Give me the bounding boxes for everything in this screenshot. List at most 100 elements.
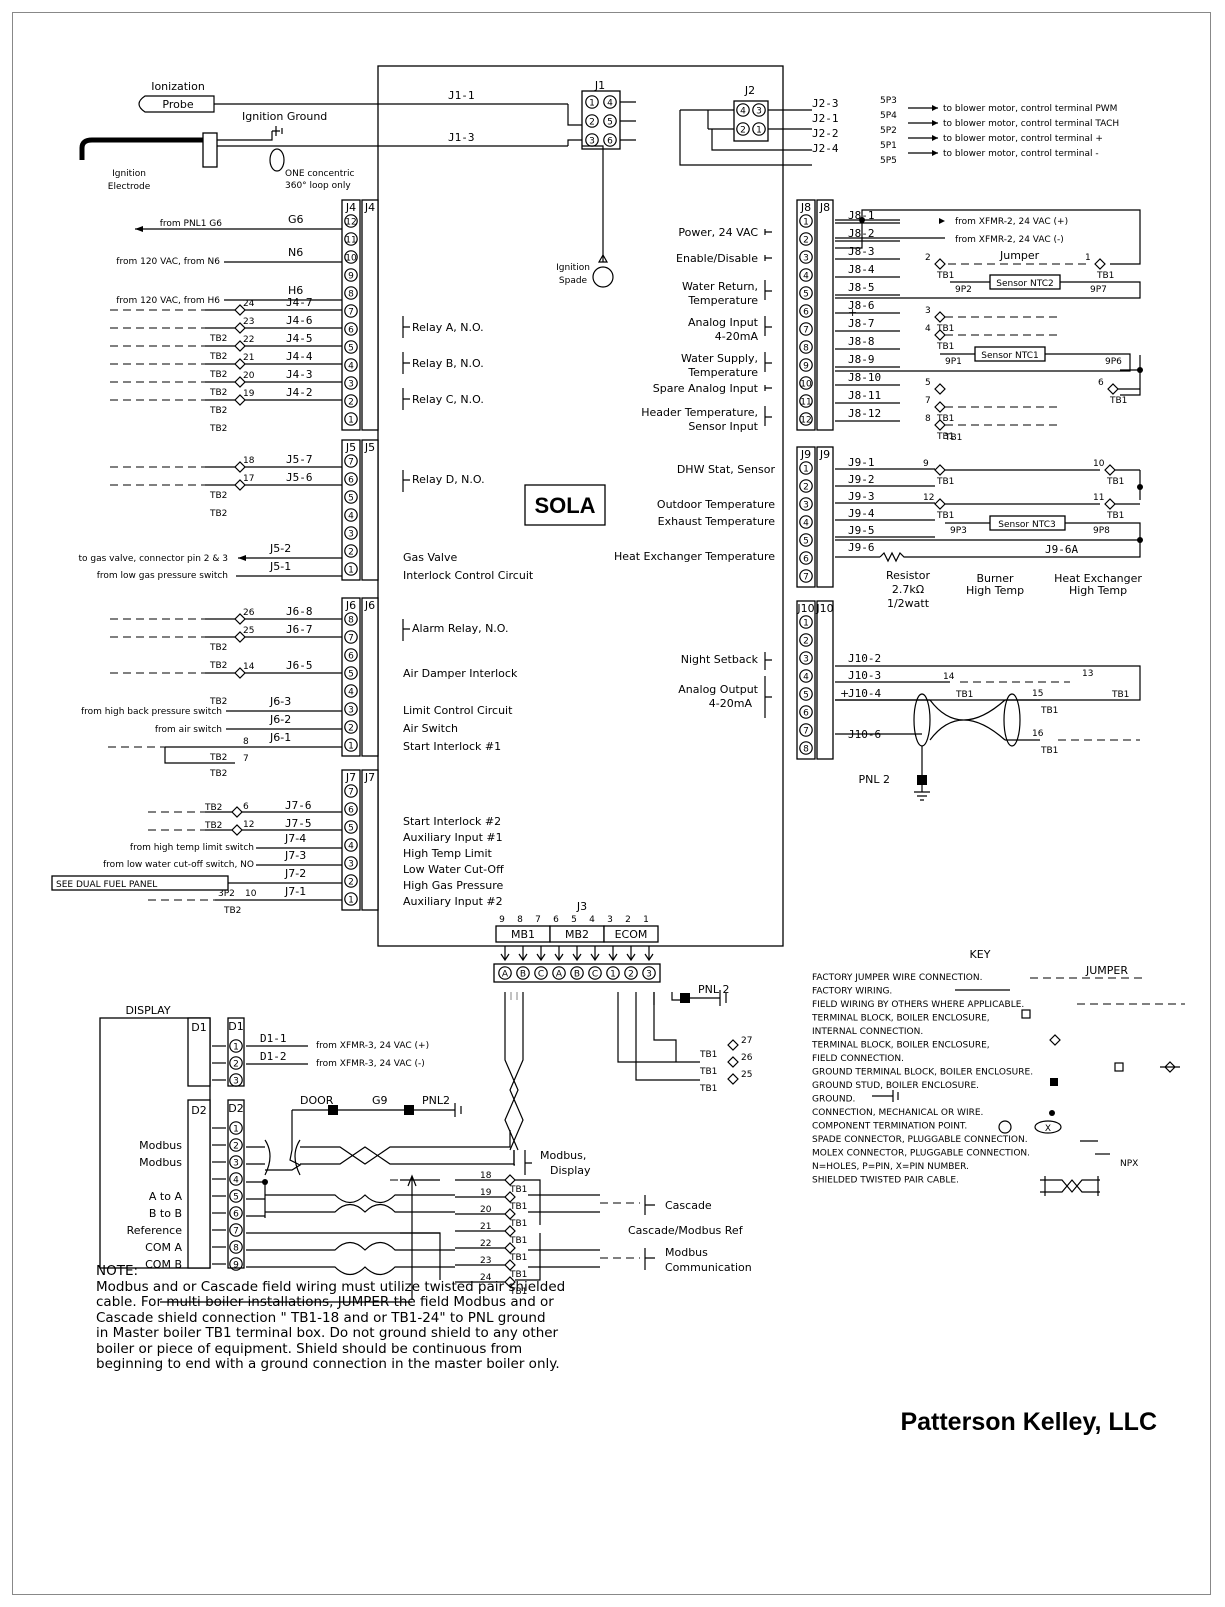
j4-tb-label: TB2 xyxy=(209,334,227,344)
j8-tb-label: TB1 xyxy=(1109,396,1127,406)
svg-text:D1: D1 xyxy=(228,1020,243,1033)
j9-header-pin xyxy=(799,569,813,583)
j3-pin xyxy=(498,966,512,980)
display-tb-label: TB1 xyxy=(509,1219,527,1229)
svg-text:TB2: TB2 xyxy=(223,906,241,916)
j2-wire-label: J2-1 xyxy=(812,112,839,125)
svg-text:2.7kΩ: 2.7kΩ xyxy=(892,583,924,596)
key-line: INTERNAL CONNECTION. xyxy=(812,1027,923,1037)
j8-header-pin xyxy=(799,412,813,426)
svg-text:Spade: Spade xyxy=(559,276,588,286)
j6-header-housing xyxy=(361,597,379,757)
j8-bracket xyxy=(764,352,772,372)
j3-pin-number-label: 8 xyxy=(517,915,523,925)
svg-text:from 120 VAC, from N6: from 120 VAC, from N6 xyxy=(116,257,220,267)
j8-tb-label: TB1 xyxy=(936,324,954,334)
svg-text:15: 15 xyxy=(1032,689,1043,699)
terminal-diamond xyxy=(727,1073,739,1085)
svg-text:G6: G6 xyxy=(288,213,304,226)
j5-tb-label: TB2 xyxy=(209,509,227,519)
j6-header-pin xyxy=(344,684,358,698)
terminal-diamond xyxy=(727,1039,739,1051)
key-line: CONNECTION, MECHANICAL OR WIRE. xyxy=(812,1108,983,1118)
j3-pin-number: A xyxy=(502,970,509,980)
terminal-diamond xyxy=(504,1208,516,1220)
d2-pin xyxy=(229,1155,243,1169)
j9-tb-label: TB1 xyxy=(936,477,954,487)
j8-function-label: Power, 24 VAC xyxy=(678,226,758,239)
svg-text:Ignition: Ignition xyxy=(556,263,590,273)
j8-function-label: Enable/Disable xyxy=(676,252,758,265)
j10-header-pin-number: 3 xyxy=(803,655,809,665)
j3-pin xyxy=(624,966,638,980)
j3-pin-number: C xyxy=(538,970,544,980)
j5-header-pin-number: 2 xyxy=(348,548,354,558)
j6-terminal-number: 26 xyxy=(243,608,255,618)
svg-text:Jumper: Jumper xyxy=(999,249,1040,262)
j3-pin xyxy=(570,966,584,980)
svg-text:H6: H6 xyxy=(288,284,303,297)
ignition-electrode: Ignition Electrode Ignition Ground J1-3 … xyxy=(79,110,568,192)
j9-header-title: J9 xyxy=(800,448,811,461)
j8-terminal-number: 2 xyxy=(925,253,931,263)
j5-header-pin-number: 3 xyxy=(348,530,354,540)
j9-header-pin xyxy=(799,533,813,547)
j3-arrow xyxy=(590,946,600,962)
j3-arrow xyxy=(536,946,546,962)
j10-header-pin-number: 6 xyxy=(803,709,809,719)
j4-header-pin xyxy=(344,394,358,408)
svg-text:Modbus,: Modbus, xyxy=(540,1149,586,1162)
j8-bracket xyxy=(764,406,772,426)
j9-function-label: Outdoor Temperature xyxy=(657,498,775,511)
j8-header-housing xyxy=(816,199,834,431)
j3-pin-number-label: 2 xyxy=(625,915,631,925)
d1-pin xyxy=(229,1073,243,1087)
svg-text:Electrode: Electrode xyxy=(108,182,151,192)
j4-header-pin-number: 11 xyxy=(345,236,356,246)
d2-pin xyxy=(229,1206,243,1220)
j8-header-pin xyxy=(799,250,813,264)
j4-tb-label: TB2 xyxy=(209,352,227,362)
svg-text:Modbus: Modbus xyxy=(665,1246,708,1259)
svg-text:J1: J1 xyxy=(594,79,605,92)
j7-terminal-number: 12 xyxy=(243,820,254,830)
arrow-head xyxy=(932,135,938,141)
j6-header-pin-number: 1 xyxy=(348,742,354,752)
j4-header-pin-number: 12 xyxy=(345,218,356,228)
j8-header-pin-number: 10 xyxy=(800,380,812,390)
j4-header-pin-number: 8 xyxy=(348,290,354,300)
j7-header-pin xyxy=(344,820,358,834)
j9-header-pin-number: 1 xyxy=(803,465,809,475)
j10-header-title: J10 xyxy=(796,602,814,615)
svg-text:Alarm Relay, N.O.: Alarm Relay, N.O. xyxy=(412,622,509,635)
j3-group-label: ECOM xyxy=(615,928,648,941)
j2-destination: to blower motor, control terminal TACH xyxy=(943,119,1119,129)
svg-text:from 120 VAC, from H6: from 120 VAC, from H6 xyxy=(116,296,220,306)
j3-pin-number-label: 9 xyxy=(499,915,505,925)
display-tb-label: TB1 xyxy=(509,1202,527,1212)
d2-pin-number: 3 xyxy=(233,1159,239,1169)
j4-header-pin xyxy=(344,286,358,300)
terminal-diamond xyxy=(934,383,946,395)
note-block: NOTE: Modbus and or Cascade field wiring… xyxy=(96,1263,776,1373)
arrow-head xyxy=(932,150,938,156)
j4-terminal-number: 24 xyxy=(243,299,255,309)
svg-text:J1-1: J1-1 xyxy=(448,89,475,102)
relay-label: Relay A, N.O. xyxy=(412,321,484,334)
svg-text:TB1: TB1 xyxy=(955,690,973,700)
j9-header-pin-number: 6 xyxy=(803,555,809,565)
svg-text:from low water cut-off switch,: from low water cut-off switch, NO xyxy=(103,860,254,870)
j2-pin xyxy=(752,122,766,136)
svg-text:D1: D1 xyxy=(191,1021,206,1034)
j4-header-title: J4 xyxy=(345,201,356,214)
relay-bracket xyxy=(402,316,410,338)
key-line: COMPONENT TERMINATION POINT. xyxy=(812,1122,967,1132)
svg-text:Burner: Burner xyxy=(976,572,1014,585)
j8-bracket xyxy=(764,255,772,261)
j9-header-pin-number: 3 xyxy=(803,501,809,511)
display-terminal-number: 21 xyxy=(480,1222,491,1232)
svg-text:from PNL1 G6: from PNL1 G6 xyxy=(160,219,223,229)
